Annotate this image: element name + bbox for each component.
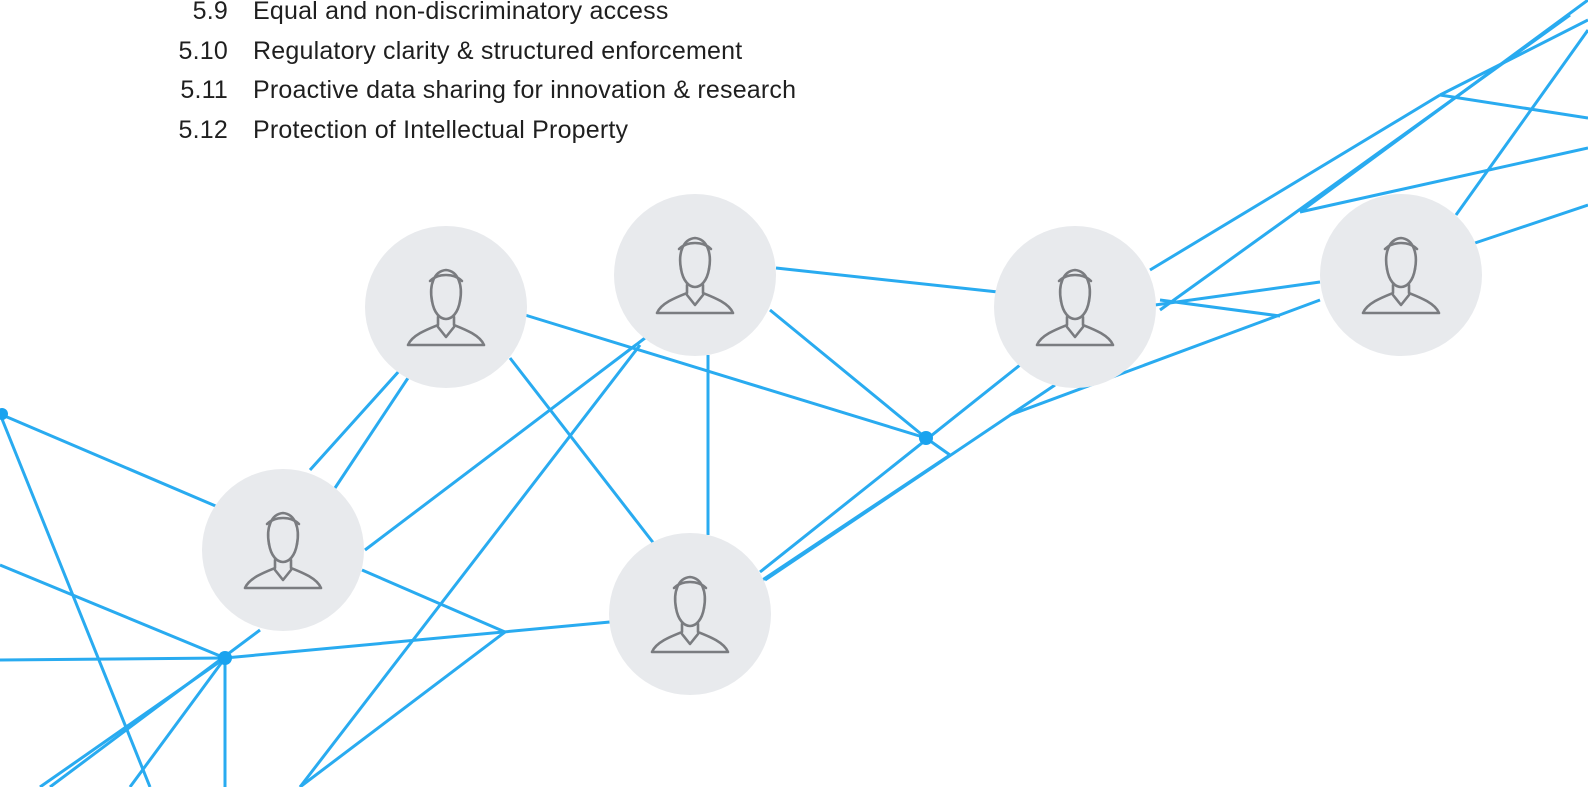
network-line: [759, 363, 1021, 574]
toc-item-5-9[interactable]: 5.9 Equal and non-discriminatory access: [0, 0, 900, 32]
network-line: [0, 563, 226, 660]
avatar-node: [202, 469, 364, 631]
network-line: [1299, 146, 1588, 214]
network-line: [775, 266, 999, 294]
toc-item-5-11[interactable]: 5.11 Proactive data sharing for innovati…: [0, 71, 900, 111]
network-line: [524, 313, 927, 440]
network-line: [1454, 29, 1588, 216]
network-line: [224, 620, 611, 660]
toc-item-label: Regulatory clarity & structured enforcem…: [253, 36, 743, 65]
avatar-node: [994, 226, 1156, 388]
network-node-dot: [919, 431, 933, 445]
toc-item-label: Proactive data sharing for innovation & …: [253, 76, 797, 104]
avatar-node: [365, 226, 527, 388]
avatar-background: [1320, 194, 1482, 356]
network-line: [0, 656, 226, 662]
toc-item-5-12[interactable]: 5.12 Protection of Intellectual Property: [0, 111, 900, 151]
network-line: [1474, 203, 1588, 245]
network-line: [128, 657, 227, 787]
network-line: [1439, 18, 1588, 97]
network-line: [0, 413, 152, 787]
toc-item-5-10[interactable]: 5.10 Regulatory clarity & structured enf…: [0, 32, 900, 72]
network-line: [1159, 298, 1281, 318]
network-line: [299, 630, 506, 787]
avatar-node: [609, 533, 771, 695]
toc-item-number: 5.12: [178, 115, 228, 144]
network-node-dot: [0, 408, 8, 420]
table-of-contents: 5.9 Equal and non-discriminatory access …: [0, 0, 900, 150]
network-line: [1149, 93, 1441, 272]
network-line: [308, 368, 402, 472]
avatar-background: [202, 469, 364, 631]
network-line: [1299, 0, 1588, 214]
network-line: [333, 377, 410, 489]
network-line: [1439, 93, 1588, 120]
network-line: [1154, 280, 1321, 307]
avatar-background: [614, 194, 776, 356]
network-line: [1009, 298, 1321, 417]
avatar-node: [614, 194, 776, 356]
network-line: [769, 308, 927, 440]
network-line: [508, 357, 657, 546]
network-line: [361, 568, 506, 634]
network-line: [298, 344, 642, 787]
network-line: [754, 453, 951, 587]
network-node-dot: [218, 651, 232, 665]
network-line: [0, 412, 226, 512]
toc-item-number: 5.10: [178, 36, 228, 65]
network-line: [364, 336, 646, 552]
avatar-background: [609, 533, 771, 695]
toc-item-number: 5.9: [192, 0, 228, 25]
network-nodes: [0, 408, 933, 665]
avatar-node: [1320, 194, 1482, 356]
avatar-background: [994, 226, 1156, 388]
toc-item-number: 5.11: [180, 76, 228, 104]
toc-item-label: Protection of Intellectual Property: [253, 115, 629, 144]
avatar-background: [365, 226, 527, 388]
toc-item-label: Equal and non-discriminatory access: [253, 0, 669, 25]
